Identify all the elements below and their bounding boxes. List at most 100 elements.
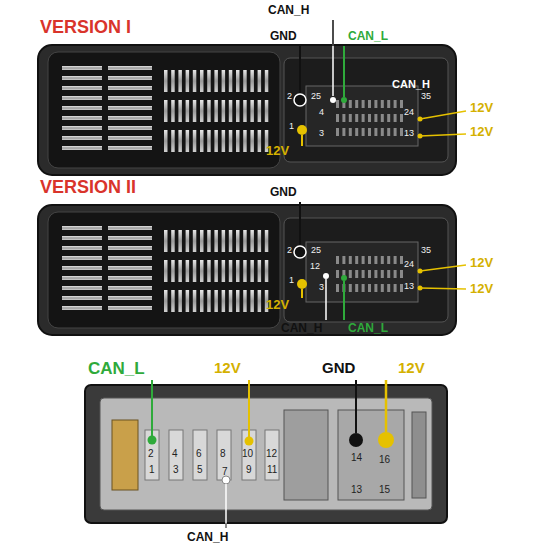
pin-blade bbox=[265, 100, 269, 122]
pin-slot bbox=[374, 270, 377, 278]
pin-cavity bbox=[242, 430, 256, 480]
voltage-label: 12V bbox=[470, 282, 493, 296]
pin-strip bbox=[62, 116, 102, 120]
pin-blade bbox=[236, 230, 240, 252]
pin-blade bbox=[207, 70, 211, 92]
pin-slot bbox=[349, 100, 352, 108]
pin-strip bbox=[108, 276, 152, 280]
pin-slot bbox=[368, 100, 371, 108]
pin-blade bbox=[236, 290, 240, 312]
pin-blade bbox=[265, 230, 269, 252]
pin-blade bbox=[178, 70, 182, 92]
pin-blade bbox=[171, 230, 175, 252]
pin-number: 7 bbox=[222, 466, 228, 477]
pin-number: 2 bbox=[287, 92, 292, 102]
pin-slot bbox=[355, 128, 358, 136]
pin-blade bbox=[222, 100, 226, 122]
pin-slot bbox=[362, 114, 365, 122]
pin-blade bbox=[236, 260, 240, 282]
pin-blade bbox=[250, 230, 254, 252]
pin-blade bbox=[200, 70, 204, 92]
pin-slot bbox=[381, 284, 384, 292]
pin-strip bbox=[108, 286, 152, 290]
pin-strip bbox=[108, 126, 152, 130]
pin-strip bbox=[108, 306, 152, 310]
pin-blade bbox=[265, 70, 269, 92]
pin-cavity bbox=[169, 430, 183, 480]
pin-strip bbox=[62, 296, 102, 300]
pin-slot bbox=[355, 114, 358, 122]
pin-number: 24 bbox=[404, 108, 414, 118]
pin-blade bbox=[186, 130, 190, 152]
pin-blade bbox=[236, 70, 240, 92]
pin-strip bbox=[108, 296, 152, 300]
pin-blade bbox=[214, 100, 218, 122]
pin-blade bbox=[178, 260, 182, 282]
pin-blade bbox=[229, 100, 233, 122]
pin-slot bbox=[374, 256, 377, 264]
pin-strip bbox=[108, 246, 152, 250]
pin-number: 2 bbox=[148, 448, 154, 459]
pin-blade bbox=[200, 230, 204, 252]
pin-blade bbox=[243, 100, 247, 122]
pin-blade bbox=[258, 230, 262, 252]
pin-number: 11 bbox=[267, 464, 277, 475]
pin-blade bbox=[222, 130, 226, 152]
pin-blade bbox=[164, 70, 168, 92]
pin-blade bbox=[207, 260, 211, 282]
pin-slot bbox=[362, 100, 365, 108]
pin-blade bbox=[200, 290, 204, 312]
pin-number: 9 bbox=[246, 464, 252, 475]
pin-slot bbox=[400, 284, 403, 292]
pin-strip bbox=[108, 226, 152, 230]
leaders-v1 bbox=[294, 20, 466, 146]
pin-slot bbox=[355, 256, 358, 264]
pin-blade bbox=[214, 70, 218, 92]
pin-blade bbox=[229, 260, 233, 282]
pin-blade bbox=[171, 260, 175, 282]
pin-blade bbox=[250, 290, 254, 312]
pin-slot bbox=[381, 256, 384, 264]
pin-blade bbox=[207, 130, 211, 152]
signal-label: CAN_L bbox=[348, 322, 388, 335]
pin-blade bbox=[193, 230, 197, 252]
pin-number: 35 bbox=[421, 246, 431, 256]
pin-blade bbox=[243, 230, 247, 252]
pin-slot bbox=[355, 100, 358, 108]
pin-slot bbox=[362, 270, 365, 278]
pin-number: 13 bbox=[404, 129, 414, 139]
pin-strip bbox=[62, 126, 102, 130]
pin-slot bbox=[349, 284, 352, 292]
pin-strip bbox=[108, 106, 152, 110]
pin-blade bbox=[258, 130, 262, 152]
small-connector bbox=[85, 385, 447, 523]
pin-blade bbox=[186, 100, 190, 122]
pin-slot bbox=[362, 284, 365, 292]
pin-slot bbox=[336, 256, 339, 264]
voltage-label: 12V bbox=[470, 125, 493, 139]
pin-blade bbox=[186, 260, 190, 282]
pin-slot bbox=[387, 100, 390, 108]
pin-slot bbox=[374, 128, 377, 136]
pin-strip bbox=[108, 86, 152, 90]
pin-number: 16 bbox=[379, 454, 390, 465]
pin-slot bbox=[368, 256, 371, 264]
pin-slot bbox=[387, 284, 390, 292]
pin-number: 12 bbox=[310, 262, 320, 272]
pin-cavity bbox=[265, 430, 279, 480]
pin-number: 3 bbox=[319, 283, 324, 293]
signal-label: GND bbox=[270, 30, 297, 43]
pin-strip bbox=[62, 86, 102, 90]
pin-blade bbox=[164, 100, 168, 122]
pin-slot bbox=[374, 114, 377, 122]
voltage-label: 12V bbox=[214, 360, 241, 377]
pin-blade bbox=[214, 230, 218, 252]
pin-cavity bbox=[217, 430, 231, 480]
pin-number: 2 bbox=[287, 246, 292, 256]
pin-number: 3 bbox=[319, 129, 324, 139]
pin-strip bbox=[62, 286, 102, 290]
pin-strip bbox=[108, 266, 152, 270]
pin-blade bbox=[164, 130, 168, 152]
pin-slot bbox=[387, 256, 390, 264]
pin-slot bbox=[381, 100, 384, 108]
